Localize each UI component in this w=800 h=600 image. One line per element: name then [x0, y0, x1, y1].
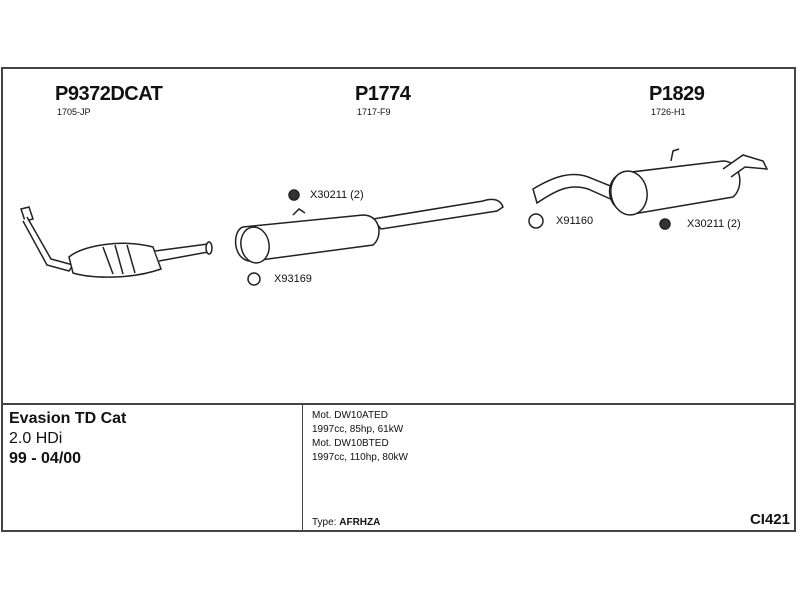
- rubber-mount-icon: [659, 218, 671, 230]
- exhaust-diagram: [20, 148, 769, 286]
- fitting-label: X30211 (2): [687, 218, 741, 230]
- catalytic-converter-drawing: [20, 206, 213, 278]
- part-number: P9372DCAT: [55, 83, 163, 105]
- type-label: Type:: [312, 517, 337, 528]
- engine-line: Mot. DW10ATED: [312, 410, 388, 421]
- fitting-label: X30211 (2): [310, 189, 364, 201]
- fitting-label: X93169: [274, 273, 312, 285]
- rear-silencer-drawing: [532, 148, 769, 216]
- diagram-frame: P9372DCAT 1705-JP P1774 1717-F9 P1829 17…: [1, 67, 796, 532]
- engine-list: Mot. DW10ATED 1997cc, 85hp, 61kW Mot. DW…: [312, 409, 408, 465]
- part-number: P1829: [649, 83, 705, 105]
- vehicle-info: Evasion TD Cat 2.0 HDi 99 - 04/00: [9, 409, 126, 469]
- fitting-label: X91160: [556, 215, 594, 227]
- part-code: 1726-H1: [651, 107, 686, 117]
- type-value: AFRHZA: [339, 517, 381, 528]
- part-code: 1705-JP: [57, 107, 91, 117]
- rubber-mount-icon: [288, 189, 300, 201]
- clamp-icon: [247, 272, 261, 286]
- engine-line: 1997cc, 85hp, 61kW: [312, 424, 404, 435]
- type-info: Type: AFRHZA: [312, 517, 380, 528]
- vehicle-years: 99 - 04/00: [9, 450, 82, 467]
- part-code: 1717-F9: [357, 107, 391, 117]
- clamp-icon: [528, 213, 544, 229]
- part-number: P1774: [355, 83, 411, 105]
- vehicle-model: Evasion TD Cat: [9, 410, 127, 427]
- engine-line: 1997cc, 110hp, 80kW: [312, 452, 408, 463]
- divider: [302, 405, 303, 530]
- middle-silencer-drawing: [234, 198, 504, 264]
- divider: [3, 403, 794, 405]
- diagram-code: CI421: [749, 511, 790, 528]
- vehicle-engine: 2.0 HDi: [9, 430, 63, 447]
- engine-line: Mot. DW10BTED: [312, 438, 389, 449]
